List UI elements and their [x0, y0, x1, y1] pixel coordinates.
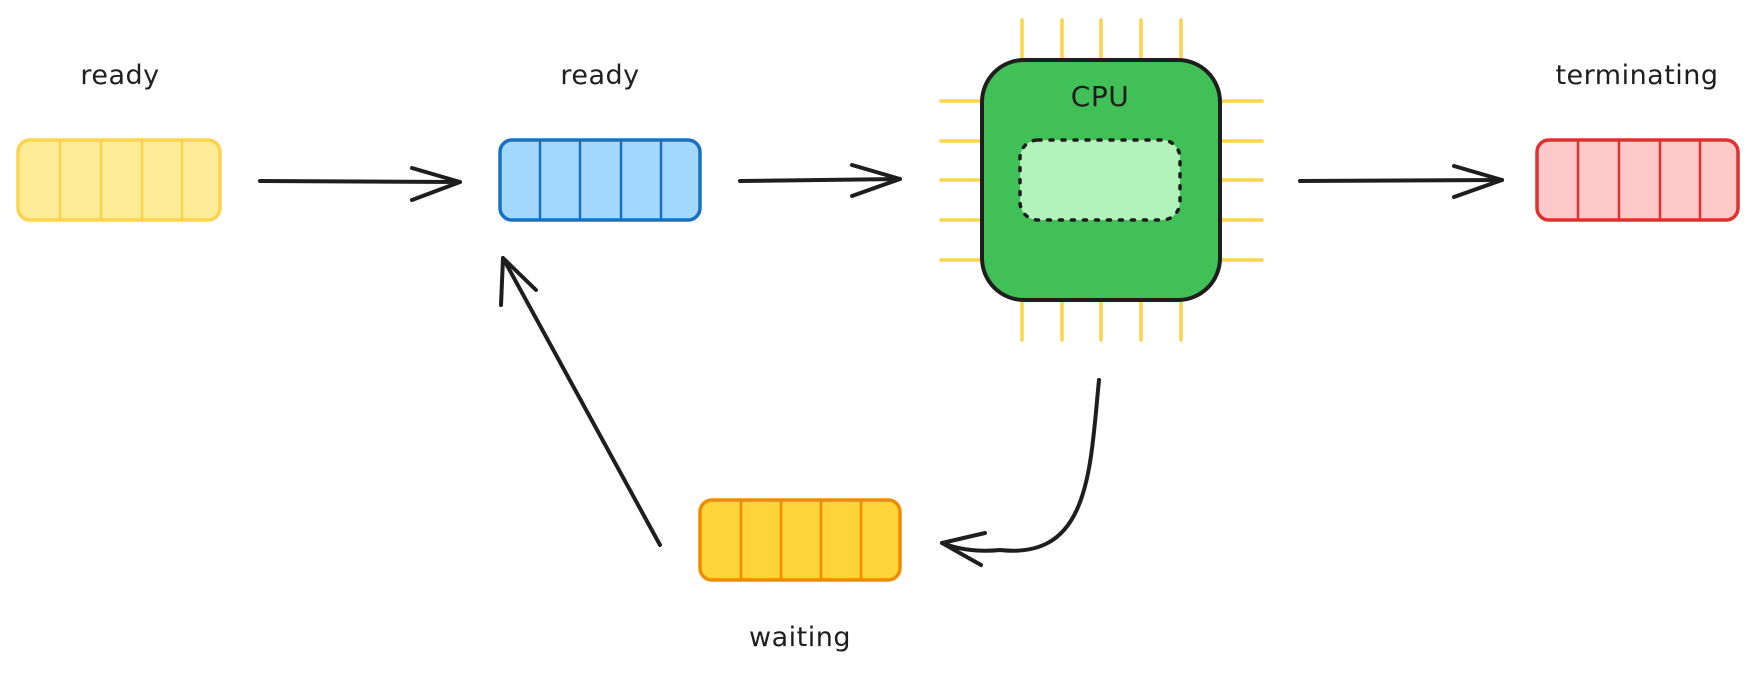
arrowhead-ready-to-cpu — [850, 163, 902, 198]
arrowhead-waiting-to-ready — [499, 256, 538, 307]
queue-new[interactable] — [16, 138, 222, 222]
connectors — [258, 163, 1504, 567]
queue-ready[interactable] — [498, 138, 702, 222]
queue-ready-label: ready — [560, 60, 640, 91]
arrowhead-new-to-ready — [410, 166, 462, 202]
queue-waiting[interactable] — [698, 498, 902, 582]
arrow-cpu-to-terminated — [1298, 178, 1504, 183]
arrowhead-cpu-to-waiting — [940, 531, 987, 567]
arrow-ready-to-cpu — [738, 177, 902, 183]
queue-terminated-label: terminating — [1555, 60, 1719, 91]
arrowhead-cpu-to-terminated — [1452, 164, 1504, 199]
queue-terminated[interactable] — [1535, 138, 1740, 222]
cpu-pins — [939, 18, 1264, 342]
arrow-new-to-ready — [258, 179, 462, 184]
arrow-waiting-to-ready — [501, 256, 662, 547]
cpu-core — [1018, 138, 1182, 222]
cpu-chip[interactable] — [980, 58, 1222, 302]
cpu-label: CPU — [1070, 80, 1130, 113]
arrow-cpu-to-waiting — [940, 378, 1101, 553]
queue-waiting-label: waiting — [749, 622, 851, 653]
queue-new-label: ready — [80, 60, 160, 91]
